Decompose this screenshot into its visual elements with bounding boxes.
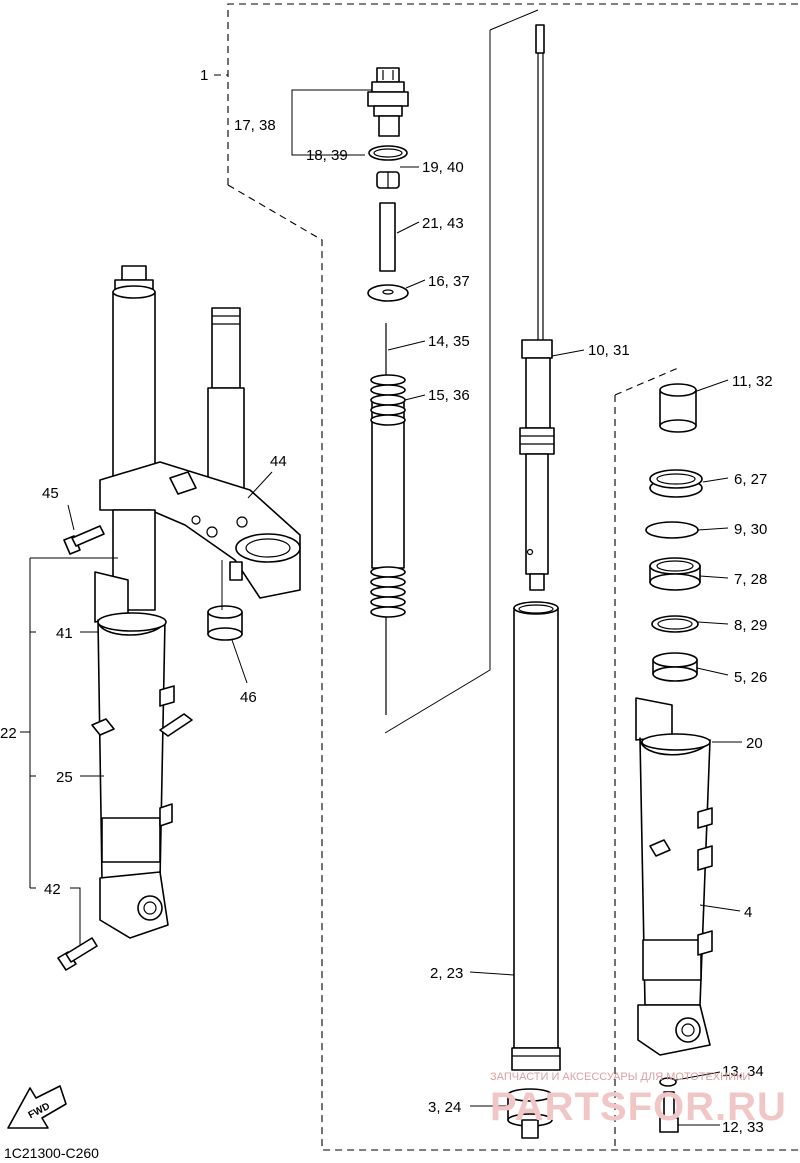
callout-1: 1 bbox=[200, 67, 208, 84]
damper-rod-bracket bbox=[489, 9, 539, 31]
fwd-arrow-icon: FWD bbox=[7, 1085, 67, 1129]
callout-9-30: 9, 30 bbox=[734, 521, 767, 538]
callout-5-26: 5, 26 bbox=[734, 669, 767, 686]
callout-6-27: 6, 27 bbox=[734, 471, 767, 488]
callout-7-28: 7, 28 bbox=[734, 571, 767, 588]
callout-45: 45 bbox=[42, 485, 59, 502]
washer-2 bbox=[651, 615, 699, 633]
slide-bushing bbox=[507, 1088, 553, 1139]
dust-seal bbox=[649, 469, 703, 498]
callout-18-39: 18, 39 bbox=[306, 147, 348, 164]
leader-lines bbox=[20, 89, 742, 1126]
assembly-1-boundary-lower bbox=[227, 184, 800, 1151]
callout-2-23: 2, 23 bbox=[430, 965, 463, 982]
guide-bushing bbox=[652, 652, 698, 682]
left-fork-assembly bbox=[91, 265, 301, 939]
damper-rod bbox=[519, 24, 555, 591]
o-ring-inner bbox=[373, 148, 403, 158]
callout-17-38: 17, 38 bbox=[234, 117, 276, 134]
callout-44: 44 bbox=[270, 453, 287, 470]
fork-spring bbox=[370, 374, 406, 618]
washer bbox=[367, 284, 409, 302]
watermark-subtitle: ЗАПЧАСТИ И АКСЕССУАРЫ ДЛЯ МОТОТЕХНИКИ bbox=[490, 1071, 750, 1083]
callout-16-37: 16, 37 bbox=[428, 273, 470, 290]
callout-14-35: 14, 35 bbox=[428, 333, 470, 350]
callout-15-36: 15, 36 bbox=[428, 387, 470, 404]
callout-10-31: 10, 31 bbox=[588, 342, 630, 359]
callout-42: 42 bbox=[44, 881, 61, 898]
outer-tube-right bbox=[635, 697, 713, 1056]
washer-hole bbox=[382, 289, 394, 295]
callout-46: 46 bbox=[240, 689, 257, 706]
callout-4: 4 bbox=[744, 904, 752, 921]
callout-20: 20 bbox=[746, 735, 763, 752]
callout-21-43: 21, 43 bbox=[422, 215, 464, 232]
o-ring bbox=[368, 145, 408, 161]
callout-13-34: 13, 34 bbox=[722, 1063, 764, 1080]
callout-12-33: 12, 33 bbox=[722, 1119, 764, 1136]
collar bbox=[207, 605, 243, 641]
callout-22: 22 bbox=[0, 725, 17, 742]
copper-washer bbox=[659, 1077, 677, 1087]
damper-rod-bracket-2 bbox=[384, 30, 491, 734]
inner-tube bbox=[511, 601, 561, 1071]
watermark-logo-text: PARTSFOR.RU bbox=[490, 1085, 787, 1129]
callout-11-32: 11, 32 bbox=[732, 373, 773, 390]
spacer-pipe bbox=[379, 202, 396, 272]
diagram-code: 1C21300-C260 bbox=[4, 1145, 99, 1161]
nut bbox=[376, 171, 400, 189]
pinch-bolt-42 bbox=[57, 937, 98, 971]
oil-seal bbox=[649, 557, 701, 591]
callout-8-29: 8, 29 bbox=[734, 617, 767, 634]
assembly-1-boundary bbox=[227, 3, 800, 185]
callout-25: 25 bbox=[56, 769, 73, 786]
clip bbox=[645, 521, 699, 539]
callout-41: 41 bbox=[56, 625, 73, 642]
cap-bolt bbox=[367, 67, 409, 137]
callout-3-24: 3, 24 bbox=[428, 1099, 461, 1116]
fork-cap bbox=[659, 383, 697, 433]
pinch-bolt-45 bbox=[63, 525, 105, 555]
callout-19-40: 19, 40 bbox=[422, 159, 464, 176]
